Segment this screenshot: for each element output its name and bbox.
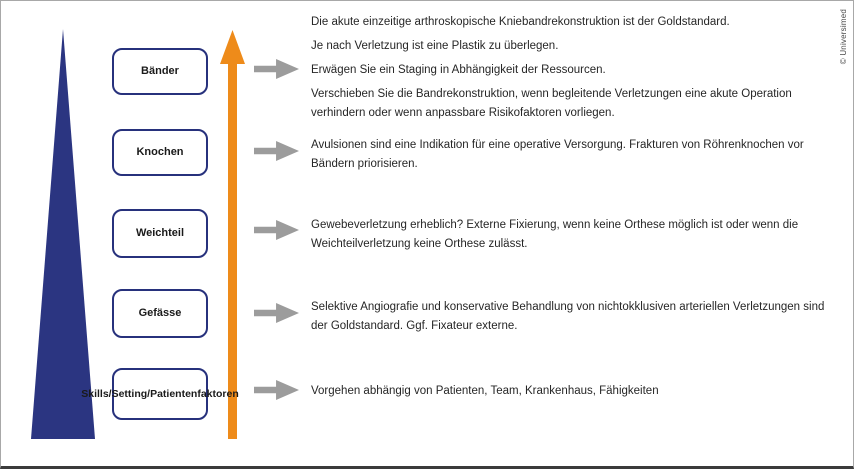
category-box-baender: Bänder bbox=[112, 48, 208, 95]
recommendation-paragraph: Die akute einzeitige arthroskopische Kni… bbox=[311, 16, 730, 28]
category-label: Bänder bbox=[141, 65, 179, 78]
right-arrow-icon bbox=[254, 303, 299, 323]
recommendation-text-weichteil: Gewebeverletzung erheblich? Externe Fixi… bbox=[311, 216, 836, 254]
right-arrow-icon bbox=[254, 59, 299, 79]
category-box-gefaesse: Gefässe bbox=[112, 289, 208, 338]
category-label: Weichteil bbox=[135, 227, 185, 240]
category-label: Skills/Setting/Patientenfaktoren bbox=[81, 387, 239, 400]
priority-pyramid-shape bbox=[31, 29, 95, 439]
recommendation-text-skills: Vorgehen abhängig von Patienten, Team, K… bbox=[311, 382, 836, 401]
category-box-weichteil: Weichteil bbox=[112, 209, 208, 258]
recommendation-paragraph: Vorgehen abhängig von Patienten, Team, K… bbox=[311, 385, 659, 397]
right-arrow-icon bbox=[254, 141, 299, 161]
recommendation-text-baender: Die akute einzeitige arthroskopische Kni… bbox=[311, 13, 836, 128]
recommendation-text-knochen: Avulsionen sind eine Indikation für eine… bbox=[311, 136, 836, 174]
copyright-credit: © Universimed bbox=[839, 9, 848, 65]
recommendation-paragraph: Erwägen Sie ein Staging in Abhängigkeit … bbox=[311, 64, 606, 76]
category-box-knochen: Knochen bbox=[112, 129, 208, 176]
recommendation-text-gefaesse: Selektive Angiografie und konservative B… bbox=[311, 298, 836, 336]
category-box-skills-setting-patientenfaktoren: Skills/Setting/Patientenfaktoren bbox=[81, 368, 239, 420]
category-label: Gefässe bbox=[138, 307, 182, 320]
recommendation-paragraph: Avulsionen sind eine Indikation für eine… bbox=[311, 139, 804, 170]
right-arrow-icon bbox=[254, 380, 299, 400]
recommendation-paragraph: Selektive Angiografie und konservative B… bbox=[311, 301, 825, 332]
up-arrow-icon bbox=[220, 30, 245, 439]
right-arrow-icon bbox=[254, 220, 299, 240]
category-label: Knochen bbox=[136, 146, 184, 159]
recommendation-paragraph: Verschieben Sie die Bandrekonstruktion, … bbox=[311, 88, 792, 119]
recommendation-paragraph: Gewebeverletzung erheblich? Externe Fixi… bbox=[311, 219, 799, 250]
recommendation-paragraph: Je nach Verletzung ist eine Plastik zu ü… bbox=[311, 40, 559, 52]
